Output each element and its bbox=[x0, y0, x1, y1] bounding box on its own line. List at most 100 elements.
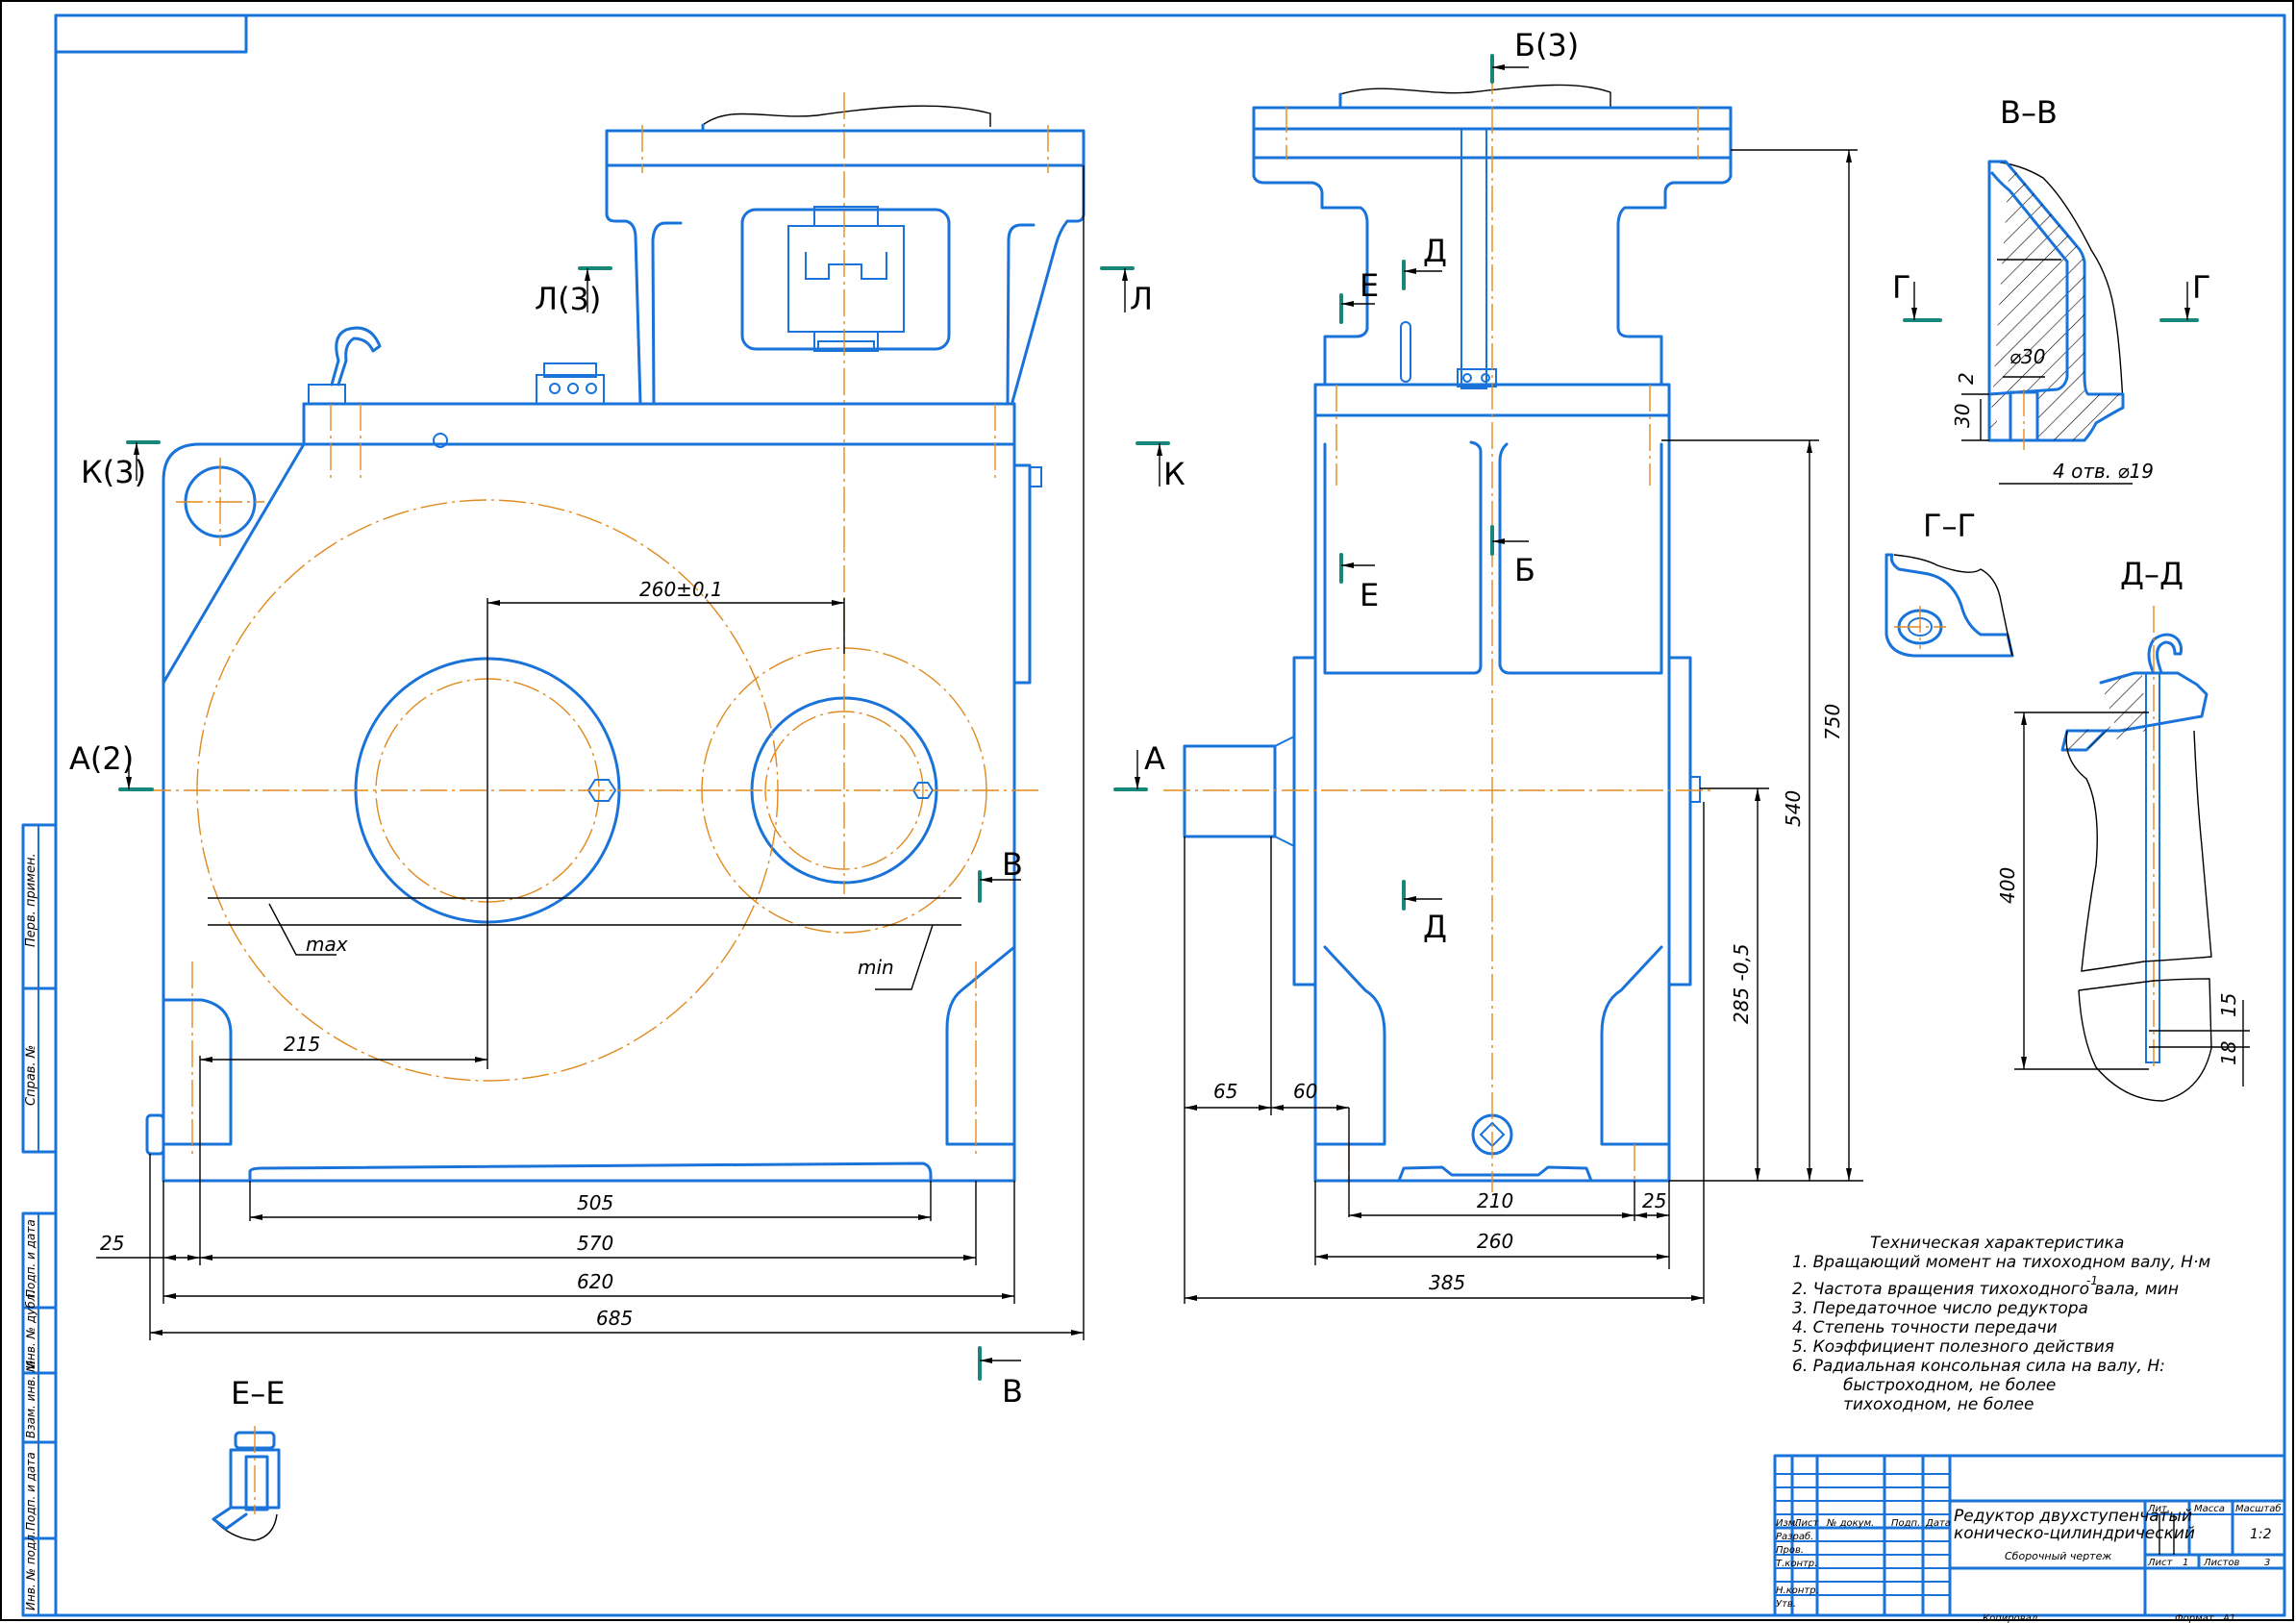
dim-505: 505 bbox=[577, 1191, 613, 1214]
tb-doc: № докум. bbox=[1826, 1518, 1874, 1529]
tb-scale-value: 1:2 bbox=[2250, 1527, 2272, 1542]
dim-vv-30: 30 bbox=[1951, 404, 1974, 428]
side-section-markers: Б(3) Д Е Б Е Д bbox=[1339, 27, 1579, 945]
dim-vv-2: 2 bbox=[1955, 372, 1978, 385]
label-g-left: Г bbox=[1892, 269, 1911, 306]
label-l: Л bbox=[1130, 281, 1153, 317]
tb-scale-label: Масштаб bbox=[2235, 1503, 2282, 1514]
drawing-title-1: Редуктор двухступенчатый bbox=[1954, 1507, 2192, 1526]
label-e-mid: Е bbox=[1360, 577, 1379, 613]
dim-4holes: 4 отв. ⌀19 bbox=[2053, 460, 2154, 483]
dim-685: 685 bbox=[596, 1307, 633, 1330]
dim-65: 65 bbox=[1213, 1080, 1237, 1103]
label-v-top: В bbox=[1002, 846, 1023, 883]
tb-podp: Подп. bbox=[1891, 1518, 1920, 1529]
side-stamp: Перв. примен. Справ. № Подп. и дата Инв.… bbox=[21, 823, 58, 1617]
tb-nkontr: Н.контр. bbox=[1776, 1586, 1819, 1596]
tech-item-5: 5. Коэффициент полезного действия bbox=[1792, 1337, 2114, 1357]
dim-285: 285 -0,5 bbox=[1730, 943, 1753, 1024]
title-block: Изм. Лист № докум. Подп. Дата Разраб. Пр… bbox=[1773, 1454, 2286, 1623]
dim-750: 750 bbox=[1821, 704, 1844, 740]
tech-item-6a: быстроходном, не более bbox=[1843, 1376, 2056, 1395]
front-section-markers: К(3) А(2) Л(3) Л К А В В bbox=[69, 266, 1185, 1410]
tb-izm: Изм. bbox=[1776, 1518, 1799, 1529]
front-dimensions: 260±0,1 215 505 570 25 620 bbox=[96, 165, 1085, 1340]
label-v-bottom: В bbox=[1002, 1373, 1023, 1410]
tb-tkontr: Т.контр. bbox=[1776, 1559, 1817, 1569]
stamp-podp-data-2: Подп. и дата bbox=[24, 1452, 37, 1531]
dipstick bbox=[1400, 321, 1411, 383]
dim-60: 60 bbox=[1293, 1080, 1317, 1103]
section-ee: Е–Е bbox=[212, 1375, 285, 1541]
label-e-top: Е bbox=[1360, 267, 1379, 304]
inner-frame bbox=[54, 13, 2286, 1617]
drive-shaft bbox=[1460, 128, 1487, 389]
tb-format-value: A1 bbox=[2222, 1613, 2235, 1623]
section-dd: Д–Д 400 15 18 bbox=[1996, 556, 2250, 1102]
tb-utv: Утв. bbox=[1776, 1599, 1796, 1610]
drawing-title-2: коническо-цилиндрический bbox=[1954, 1524, 2195, 1543]
dim-25-side: 25 bbox=[1642, 1189, 1666, 1212]
tb-lit-label: Лит. bbox=[2147, 1504, 2170, 1514]
dim-540: 540 bbox=[1782, 790, 1805, 827]
title-vv: В–В bbox=[2000, 94, 2058, 131]
tech-spec: Техническая характеристика 1. Вращающий … bbox=[1792, 1234, 2210, 1414]
section-gg: Г–Г bbox=[1884, 508, 2014, 658]
label-g-right: Г bbox=[2192, 269, 2211, 306]
corner-stamp bbox=[54, 13, 248, 54]
tb-sheets-label: Листов bbox=[2203, 1558, 2239, 1568]
side-dimensions: 65 60 210 25 260 385 285 -0,5 bbox=[1184, 149, 1863, 1304]
tech-item-1: 1. Вращающий момент на тихоходном валу, … bbox=[1792, 1253, 2210, 1272]
label-b: Б bbox=[1514, 552, 1535, 588]
min-label: min bbox=[858, 956, 894, 979]
label-d-top: Д bbox=[1423, 233, 1447, 269]
tb-razrab: Разраб. bbox=[1776, 1531, 1813, 1542]
tech-superscript: -1 bbox=[2086, 1274, 2098, 1287]
hook bbox=[330, 326, 382, 387]
label-l3: Л(3) bbox=[535, 281, 601, 317]
tech-item-3: 3. Передаточное число редуктора bbox=[1792, 1299, 2088, 1318]
label-a: А bbox=[1144, 740, 1165, 777]
stamp-podp-data-1: Подп. и дата bbox=[24, 1219, 37, 1298]
side-view: Б(3) Д Е Б Е Д 65 60 bbox=[1163, 27, 1863, 1304]
dim-210: 210 bbox=[1477, 1189, 1513, 1212]
dim-385: 385 bbox=[1429, 1271, 1465, 1294]
label-k: К bbox=[1163, 456, 1185, 492]
break-line bbox=[702, 105, 991, 127]
dim-25-front: 25 bbox=[100, 1232, 124, 1255]
tb-copied: Копировал bbox=[1983, 1613, 2038, 1623]
tech-item-2: 2. Частота вращения тихоходного вала, ми… bbox=[1792, 1280, 2179, 1299]
dim-400: 400 bbox=[1996, 867, 2019, 904]
label-d-low: Д bbox=[1423, 909, 1447, 945]
drawing-subtitle: Сборочный чертеж bbox=[2005, 1550, 2111, 1562]
coupling-window bbox=[740, 208, 951, 351]
stamp-inv-dubl: Инв. № дубл. bbox=[24, 1290, 37, 1369]
label-a2: А(2) bbox=[69, 740, 134, 777]
tb-prov: Пров. bbox=[1776, 1545, 1804, 1556]
dim-15: 15 bbox=[2217, 993, 2240, 1017]
tb-sheet-label: Лист bbox=[2147, 1558, 2174, 1568]
tech-item-4: 4. Степень точности передачи bbox=[1792, 1318, 2058, 1337]
front-view: max min 260±0,1 215 505 570 25 bbox=[69, 92, 1185, 1410]
tb-sheet-value: 1 bbox=[2183, 1558, 2188, 1568]
stamp-sprav: Справ. № bbox=[24, 1045, 38, 1106]
stamp-perv-primen: Перв. примен. bbox=[24, 853, 38, 947]
dim-620: 620 bbox=[577, 1270, 613, 1293]
tech-item-6b: тихоходном, не более bbox=[1843, 1395, 2034, 1414]
tb-data: Дата bbox=[1925, 1518, 1951, 1529]
title-ee: Е–Е bbox=[231, 1375, 285, 1411]
tb-list: Лист bbox=[1793, 1518, 1820, 1529]
label-b3: Б(3) bbox=[1514, 27, 1579, 63]
stamp-inv-podl: Инв. № подл. bbox=[24, 1531, 37, 1611]
label-k3: К(3) bbox=[81, 454, 146, 490]
top-flange bbox=[605, 129, 1086, 167]
section-vv: В–В ⌀30 2 30 4 отв. ⌀19 Г Г bbox=[1892, 94, 2211, 485]
tb-mass-label: Масса bbox=[2194, 1504, 2225, 1514]
dim-570: 570 bbox=[577, 1232, 613, 1255]
dim-dia30: ⌀30 bbox=[2009, 345, 2046, 368]
dim-260: 260 bbox=[1477, 1230, 1513, 1253]
tb-format-label: Формат bbox=[2175, 1613, 2215, 1623]
title-dd: Д–Д bbox=[2120, 556, 2184, 592]
